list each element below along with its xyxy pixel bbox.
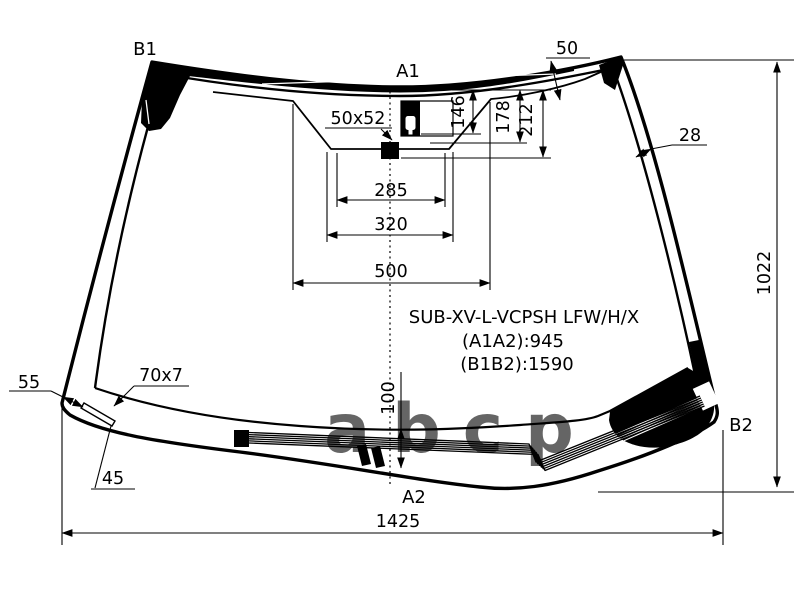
b1-corner-sliver: [145, 99, 150, 125]
top-band-sliver: [261, 73, 557, 85]
dim-cam-w3: 500: [374, 262, 407, 282]
dim-bottom-frit: 100: [379, 381, 399, 414]
part-code: SUB-XV-L-VCPSH LFW/H/X: [409, 307, 639, 328]
camera-bracket: [381, 100, 454, 159]
frit-top-line: [212, 70, 604, 150]
dim-height: 1022: [755, 251, 775, 296]
dim-pad: 50x52: [331, 109, 386, 129]
connector-tab: [371, 446, 385, 468]
part-a1a2: (A1A2):945: [462, 331, 564, 352]
dim-cam-depth1: 146: [449, 95, 469, 128]
part-b1b2: (B1B2):1590: [460, 354, 574, 375]
dim-strip: 70x7: [139, 366, 183, 386]
outer-edge: [60, 55, 720, 491]
bundle-end-block: [234, 430, 249, 447]
dim-width: 1425: [376, 512, 421, 532]
label-b1: B1: [133, 39, 157, 60]
mirror-pad-50x52: [381, 142, 399, 159]
dim-top-frit: 50: [556, 39, 578, 59]
dim-cam-w1: 285: [374, 181, 407, 201]
label-a1: A1: [396, 61, 420, 82]
dim-right-frit: 28: [679, 126, 701, 146]
frit-bottom-line: [94, 367, 689, 431]
dim-strip-pos: 45: [102, 469, 124, 489]
b2-connector-notch: [692, 381, 720, 411]
top-band-fill: [152, 61, 574, 93]
dim-left-frit: 55: [18, 373, 40, 393]
b2-corner-fill: [609, 368, 715, 448]
dim-cam-w2: 320: [374, 215, 407, 235]
sensor-cutout: [405, 116, 416, 130]
b1-corner-fill: [141, 61, 190, 131]
sensor-cutout-stem: [408, 129, 413, 135]
top-right-corner-fill: [599, 57, 624, 90]
heater-bundle: [234, 395, 705, 472]
label-a2: A2: [402, 487, 426, 508]
watermark: abcp: [324, 390, 596, 469]
dim-cam-depth2: 178: [494, 100, 514, 133]
dimension-lines: [9, 57, 794, 545]
connector-tab: [357, 444, 371, 466]
label-b2: B2: [729, 415, 753, 436]
dim-cam-depth3: 212: [517, 103, 537, 136]
labels: B1 A1 A2 B2 50 28 50x52 285 320 500 55 7…: [18, 39, 775, 532]
